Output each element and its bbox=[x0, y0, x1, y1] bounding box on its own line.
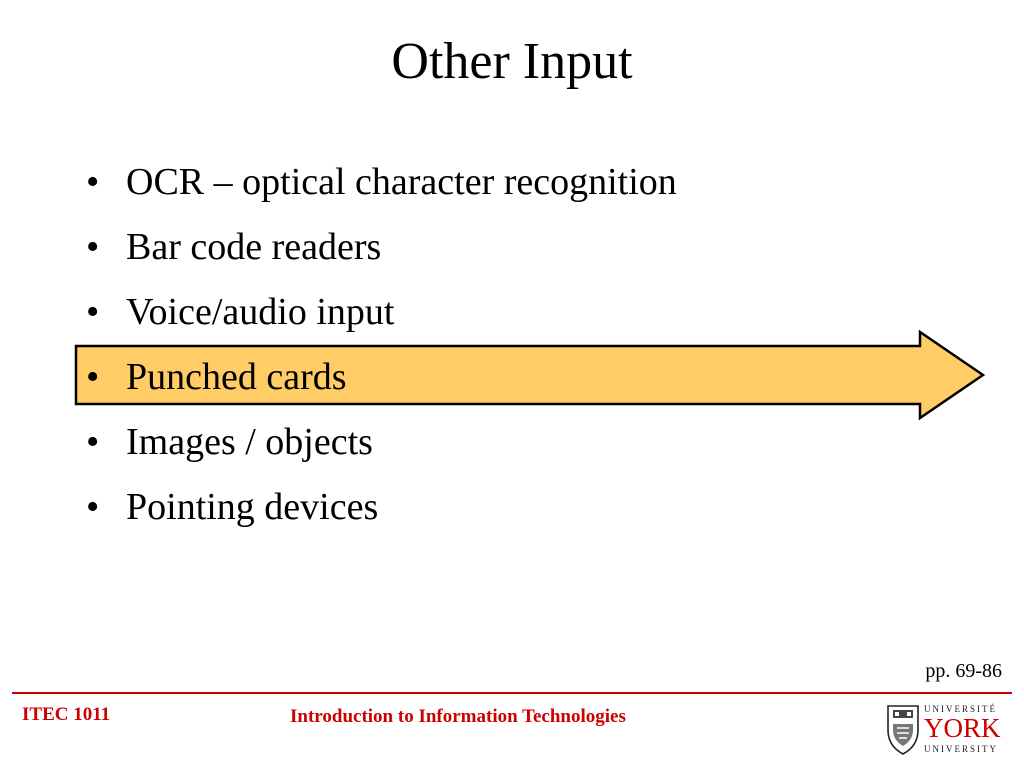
bullet-item: • Voice/audio input bbox=[86, 280, 677, 345]
bullet-text: Pointing devices bbox=[126, 486, 379, 528]
bullet-item: • Bar code readers bbox=[86, 215, 677, 280]
highlight-arrow-shape bbox=[74, 329, 986, 421]
bullet-item: • Images / objects bbox=[86, 410, 677, 475]
bullet-text: OCR – optical character recognition bbox=[126, 161, 677, 203]
bullet-mark: • bbox=[86, 421, 100, 463]
logo-line3: UNIVERSITY bbox=[924, 744, 998, 754]
bullet-item: • Pointing devices bbox=[86, 475, 677, 540]
bullet-mark: • bbox=[86, 356, 100, 398]
logo-line1: UNIVERSITÉ bbox=[924, 704, 997, 714]
bullet-text: Bar code readers bbox=[126, 226, 382, 268]
bullet-text: Voice/audio input bbox=[126, 291, 395, 333]
course-name: Introduction to Information Technologies bbox=[290, 706, 626, 727]
bullet-item-highlighted: • Punched cards bbox=[86, 345, 677, 410]
slide-title: Other Input bbox=[391, 33, 633, 90]
bullet-item: • OCR – optical character recognition bbox=[86, 150, 677, 215]
bullet-list: • OCR – optical character recognition • … bbox=[86, 150, 677, 540]
footer-divider bbox=[12, 692, 1012, 694]
bullet-mark: • bbox=[86, 486, 100, 528]
logo-line2: YORK bbox=[924, 713, 1001, 743]
bullet-text: Images / objects bbox=[126, 421, 373, 463]
bullet-mark: • bbox=[86, 161, 100, 203]
york-crest-icon bbox=[887, 705, 919, 755]
york-university-logo: UNIVERSITÉ YORK UNIVERSITY bbox=[887, 704, 1001, 755]
page-reference: pp. 69-86 bbox=[925, 660, 1002, 682]
bullet-text: Punched cards bbox=[126, 356, 347, 398]
course-code: ITEC 1011 bbox=[22, 704, 111, 725]
bullet-mark: • bbox=[86, 226, 100, 268]
bullet-mark: • bbox=[86, 291, 100, 333]
